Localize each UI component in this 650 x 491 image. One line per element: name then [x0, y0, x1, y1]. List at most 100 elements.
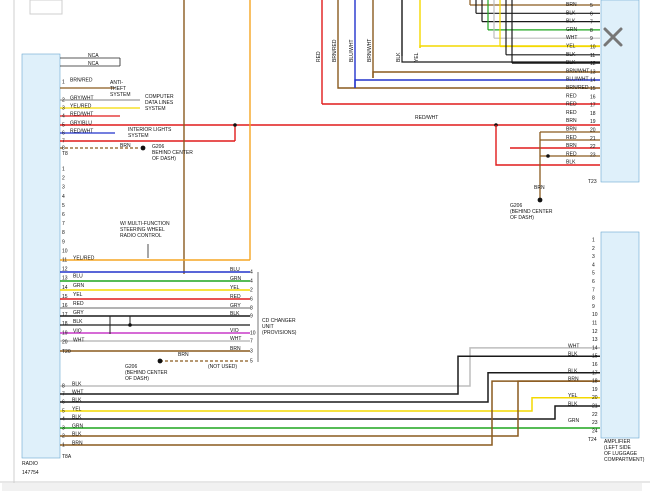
figure-id: 147754 [22, 470, 39, 476]
g206-right-label: (BEHIND CENTER [510, 209, 553, 215]
amp-bottom-pin-number: 18 [592, 379, 598, 385]
amp-bottom-pin-number: 10 [592, 312, 598, 318]
amp-top-wire-label: BRN/RED [566, 85, 589, 91]
horizontal-scrollbar[interactable] [2, 483, 642, 491]
cd-wire-label: VIO [230, 328, 239, 334]
amp-bottom-wire-label: YEL [568, 393, 578, 399]
t8-wire-label: YEL/RED [70, 104, 92, 110]
t8-pin-number: 2 [62, 98, 65, 104]
brn-g206-label: BRN [178, 352, 189, 358]
amp-bottom-pin-number: 12 [592, 329, 598, 335]
cd-pin-number: 10 [250, 331, 256, 337]
amp-top-wire-label: BLK [566, 60, 576, 66]
amp-bottom-wire-label: GRN [568, 418, 580, 424]
t20-pin-number: 16 [62, 303, 68, 309]
t20-wire-label: YEL [73, 292, 83, 298]
brn-label: BRN [120, 143, 131, 149]
amp-top-wire-label: RED [566, 102, 577, 108]
brn-right-label: BRN [534, 185, 545, 191]
t20-pin-number: 3 [62, 185, 65, 191]
top-wire-label: RED [316, 51, 322, 62]
t8a-wire-label: BLK [72, 398, 82, 404]
t8-pin-number: 4 [62, 114, 65, 120]
t20-pin-number: 2 [62, 176, 65, 182]
close-icon [603, 27, 623, 47]
amp-top-pin-number: 16 [590, 94, 596, 100]
t24-connector-label: T24 [588, 437, 597, 443]
cd-changer-label: (PROVISIONS) [262, 330, 297, 336]
top-wire-label: YEL [414, 52, 420, 62]
amp-top-wire-label: BRN [566, 118, 577, 124]
cd-changer-label: CD CHANGER [262, 318, 296, 324]
cd-pin-number: 3 [250, 349, 253, 355]
top-wire-label: BLK [396, 52, 402, 62]
cd-pin-number: 2 [250, 288, 253, 294]
cd-wire-label: GRY [230, 303, 241, 309]
amp-top-wire-label: RED [566, 151, 577, 157]
t23-connector-label: T23 [588, 179, 597, 185]
amp-top-wire-label: RED [566, 135, 577, 141]
close-button[interactable] [596, 20, 630, 54]
anti-theft-label: ANTI- [110, 80, 123, 86]
t20-pin-number: 12 [62, 267, 68, 273]
wire-layer [60, 0, 600, 446]
t8-pin-number: 5 [62, 123, 65, 129]
g206-top-label: OF DASH) [152, 156, 176, 162]
t8-connector-label: T8 [62, 151, 68, 157]
amp-top-pin-number: 11 [590, 53, 595, 59]
anti-theft-label: THEFT [110, 86, 126, 92]
t20-wire-label: RED [73, 301, 84, 307]
t8-pin-number: 8 [62, 146, 65, 152]
cd-pin-number: 9 [250, 314, 253, 320]
radio-amp-wire [60, 405, 600, 420]
t8-wire-label: RED/WHT [70, 129, 93, 135]
t8a-pin-number: 3 [62, 426, 65, 432]
amp-top-pin-number: 13 [590, 69, 596, 75]
g206-mid-label: G206 [125, 364, 137, 370]
t8-pin-number: 3 [62, 106, 65, 112]
amp-bottom-pin-number: 22 [592, 412, 598, 418]
amp-top-pin-number: 10 [590, 45, 596, 51]
t20-pin-number: 19 [62, 330, 68, 336]
t20-wire-label: WHT [73, 337, 84, 343]
radio-connector-block [21, 53, 61, 459]
t20-pin-number: 8 [62, 230, 65, 236]
cd-wire-label: BLU [230, 267, 240, 273]
amp-bottom-pin-number: 16 [592, 362, 598, 368]
computer-data-label: DATA LINES [145, 100, 174, 106]
amp-bottom-pin-number: 2 [592, 246, 595, 252]
amp-top-pin-number: 22 [590, 144, 596, 150]
amp-bottom-pin-number: 14 [592, 345, 598, 351]
cd-wire-label: BLK [230, 311, 240, 317]
cd-pin-number: 6 [250, 297, 253, 303]
red-wht-bus-label: RED/WHT [415, 115, 438, 121]
cd-wire-label: BRN [230, 346, 241, 352]
amplifier-label: AMPLIFIER [604, 439, 631, 445]
amp-top-wire-label: BLK [566, 52, 576, 58]
amp-top-pin-number: 18 [590, 111, 596, 117]
brn-wht-run-wire [372, 71, 600, 78]
brn-red-run-wire [337, 70, 600, 89]
amp-bottom-pin-number: 21 [592, 404, 598, 410]
cd-wire-label: GRN [230, 276, 242, 282]
amp-bottom-pin-number: 5 [592, 271, 595, 277]
amplifier-connector-block [600, 231, 640, 439]
amp-top-pin-number: 6 [590, 11, 593, 17]
amp-top-pin-number: 8 [590, 28, 593, 34]
cd-wire-label: YEL [230, 285, 240, 291]
amp-bottom-pin-number: 8 [592, 296, 595, 302]
blu-wht-run-wire [354, 79, 600, 88]
amp-top-pin-number: 5 [590, 3, 593, 9]
computer-data-label: SYSTEM [145, 106, 166, 112]
t20-pin-number: 1 [62, 167, 65, 173]
nca-label: NCA [88, 53, 99, 59]
t20-pin-number: 7 [62, 221, 65, 227]
t8-wire-label: GRY/WHT [70, 96, 94, 102]
amp-bottom-pin-number: 17 [592, 370, 598, 376]
t8a-pin-number: 7 [62, 392, 65, 398]
top-tab-frame [29, 0, 63, 15]
amp-top-pin-number: 7 [590, 20, 593, 26]
t20-pin-number: 4 [62, 194, 65, 200]
